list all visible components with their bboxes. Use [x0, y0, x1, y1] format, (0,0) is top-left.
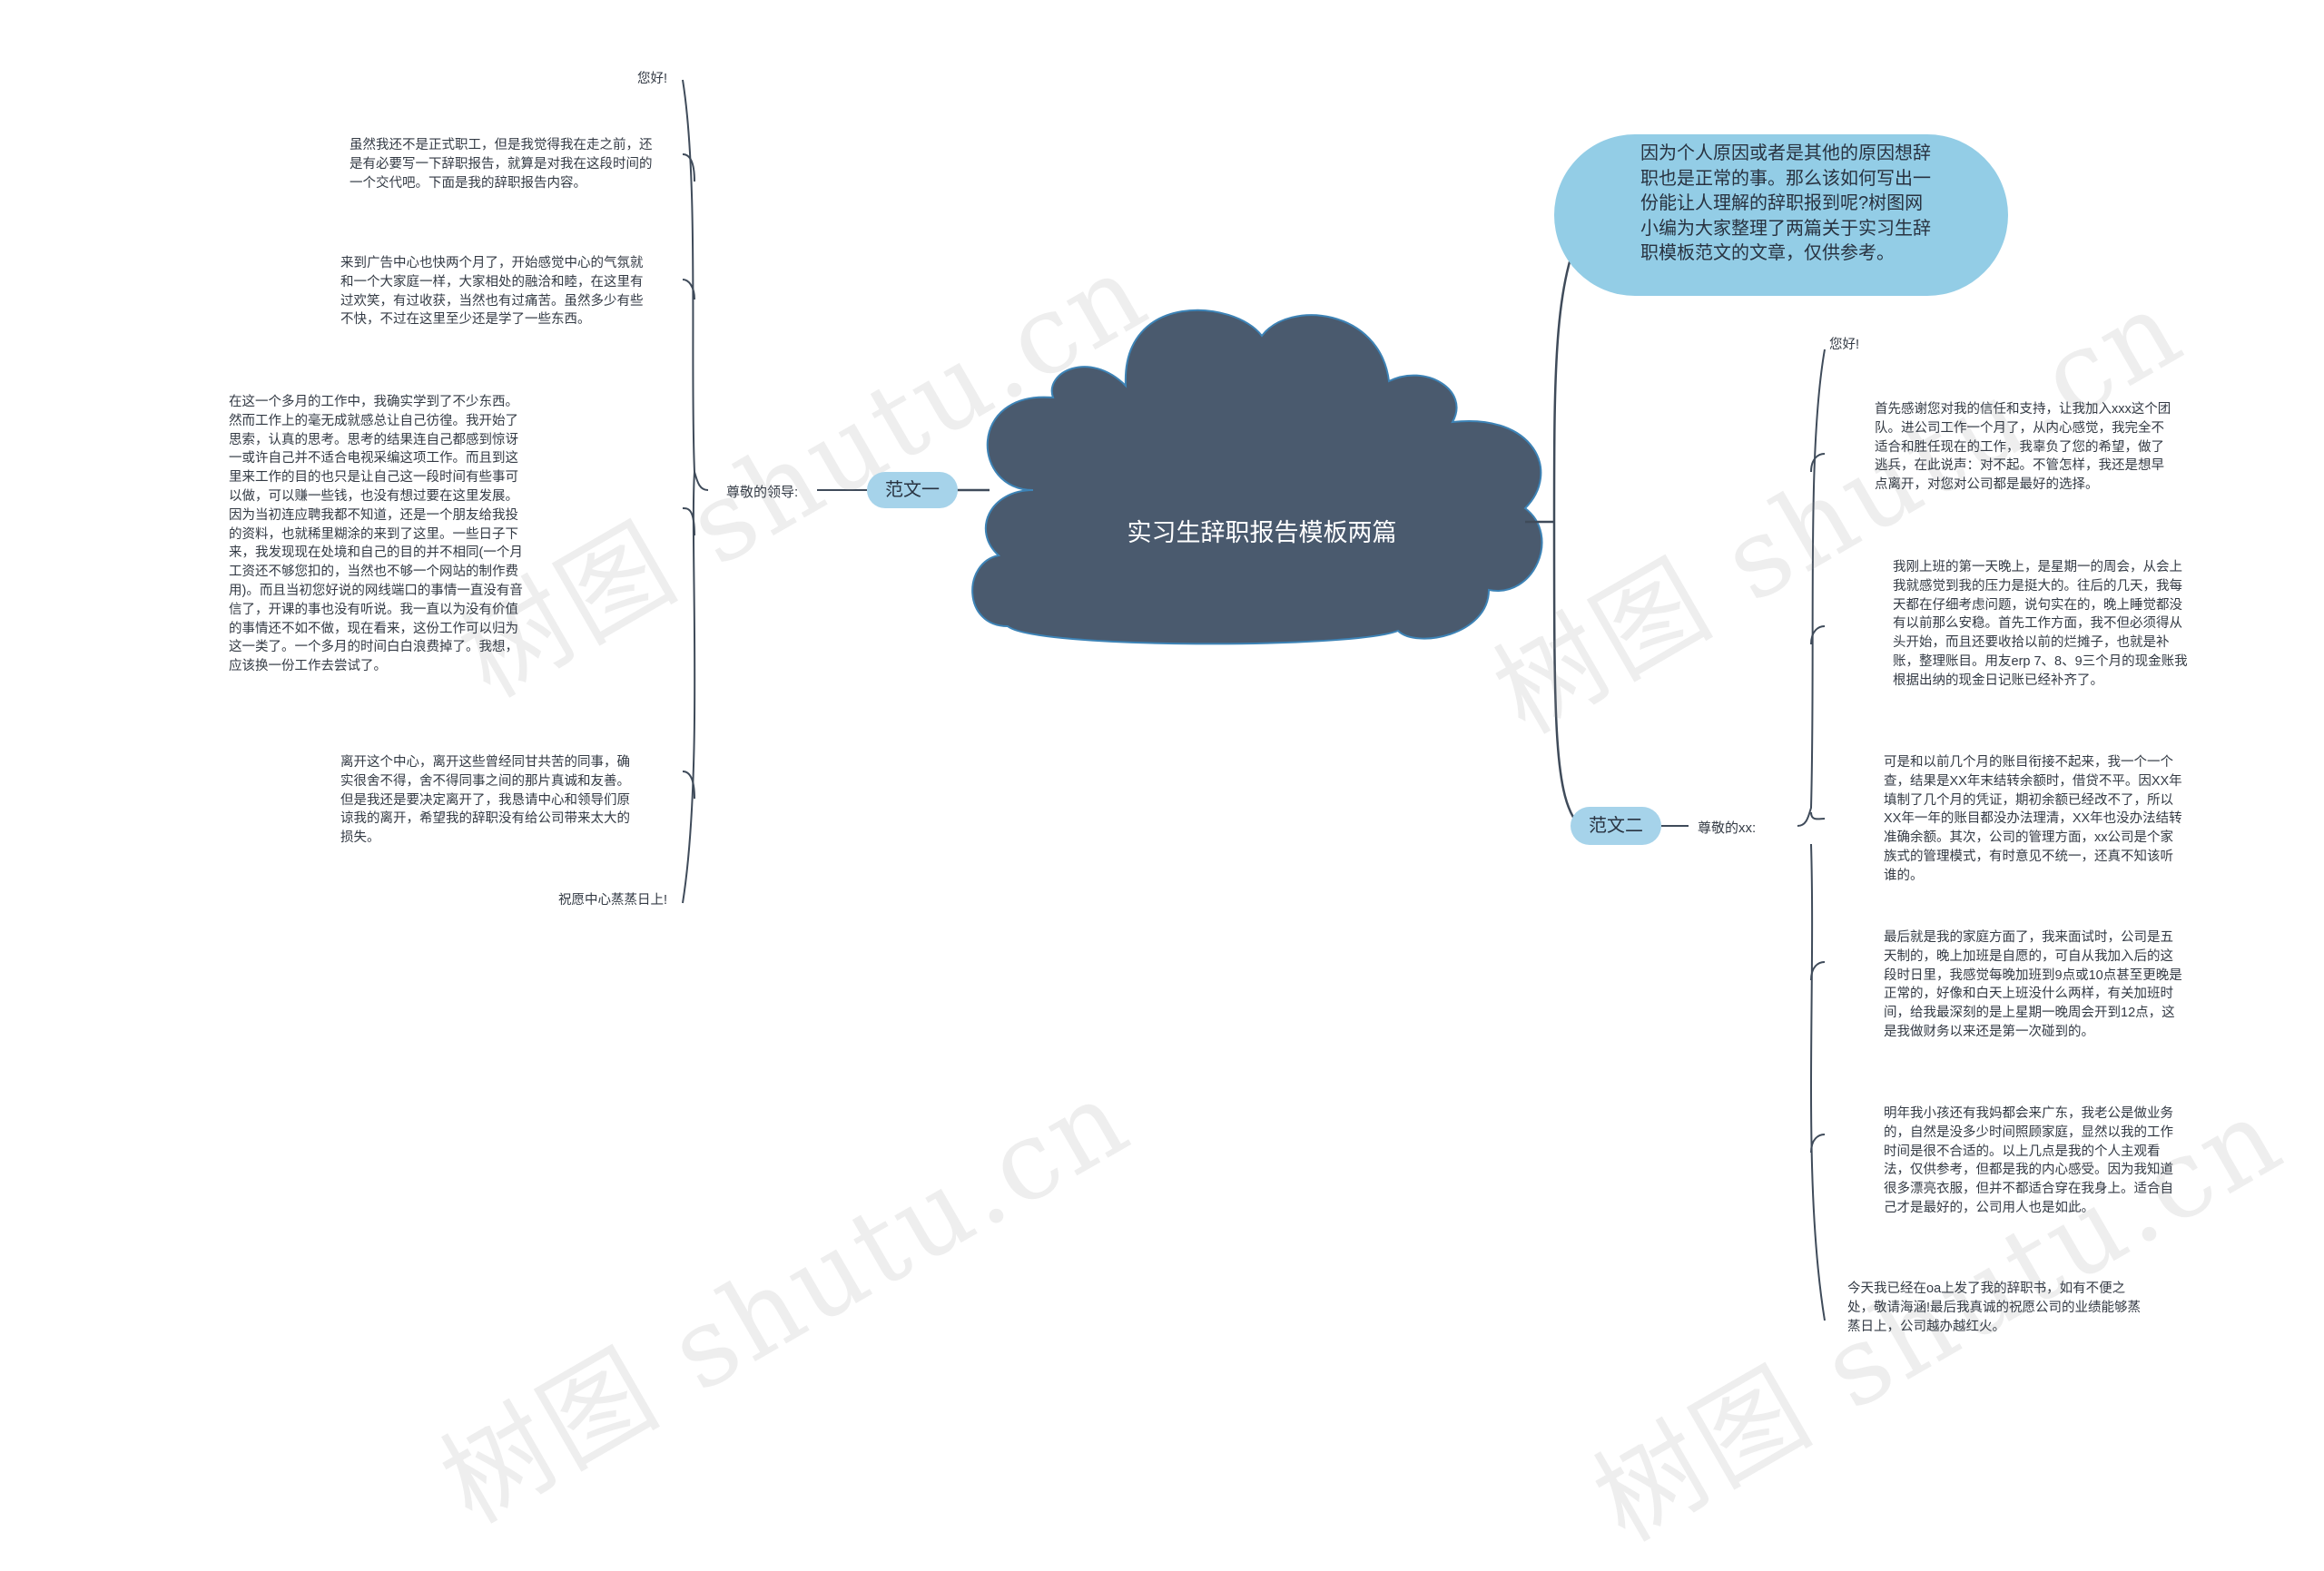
branch-two-item[interactable]: 首先感谢您对我的信任和支持，让我加入xxx这个团队。进公司工作一个月了，从内心感… [1875, 402, 2171, 493]
branch-two-item[interactable]: 明年我小孩还有我妈都会来广东，我老公是做业务的，自然是没多少时间照顾家庭，显然以… [1884, 1106, 2173, 1215]
bracket-branch-two [1797, 349, 1826, 1321]
bracket-branch-one [682, 79, 709, 904]
branch-one-label: 范文一 [885, 480, 940, 500]
branch-two-label: 范文二 [1589, 816, 1643, 836]
center-title[interactable]: 实习生辞职报告模板两篇 [1127, 519, 1397, 546]
branch-two-item[interactable]: 可是和以前几个月的账目衔接不起来，我一个一个查，结果是XX年末结转余额时，借贷不… [1884, 755, 2182, 883]
branch-one-item[interactable]: 离开这个中心，离开这些曾经同甘共苦的同事，确实很舍不得，舍不得同事之间的那片真诚… [340, 755, 630, 846]
branch-two-item[interactable]: 我刚上班的第一天晚上，是星期一的周会，从会上我就感觉到我的压力是挺大的。往后的几… [1893, 560, 2188, 688]
branch-one-item[interactable]: 虽然我还不是正式职工，但是我觉得我在走之前，还是有必要写一下辞职报告，就算是对我… [350, 138, 653, 191]
link-to-branch-two [1552, 521, 1581, 827]
branch-two-item[interactable]: 今天我已经在oa上发了我的辞职书，如有不便之处，敬请海涵!最后我真诚的祝愿公司的… [1847, 1281, 2142, 1334]
branch-one-item[interactable]: 来到广告中心也快两个月了，开始感觉中心的气氛就和一个大家庭一样，大家相处的融洽和… [340, 256, 644, 328]
intro-node[interactable]: 因为个人原因或者是其他的原因想辞职也是正常的事。那么该如何写出一份能让人理解的辞… [1554, 134, 2008, 296]
branch-one-node[interactable]: 范文一 [867, 472, 958, 508]
bracket-branch-two-ticks [1810, 453, 1826, 1154]
branch-two-item[interactable]: 您好! [1829, 338, 1860, 352]
branch-two-salutation[interactable]: 尊敬的xx: [1698, 820, 1757, 836]
branch-one-item[interactable]: 您好! [636, 72, 667, 86]
intro-text: 因为个人原因或者是其他的原因想辞职也是正常的事。那么该如何写出一份能让人理解的辞… [1640, 143, 1931, 263]
branch-one-item[interactable]: 在这一个多月的工作中，我确实学到了不少东西。然而工作上的毫无成就感总让自己彷徨。… [229, 395, 523, 674]
bracket-branch-one-ticks [682, 153, 695, 800]
branch-two-item[interactable]: 最后就是我的家庭方面了，我来面试时，公司是五天制的，晚上加班是自愿的，可自从我加… [1884, 930, 2182, 1039]
mindmap-canvas [682, 79, 1826, 1321]
branch-two-node[interactable]: 范文二 [1571, 807, 1661, 845]
center-cloud [971, 309, 1543, 645]
branch-one-item[interactable]: 祝愿中心蒸蒸日上! [557, 893, 667, 908]
branch-one-salutation[interactable]: 尊敬的领导: [726, 485, 799, 500]
